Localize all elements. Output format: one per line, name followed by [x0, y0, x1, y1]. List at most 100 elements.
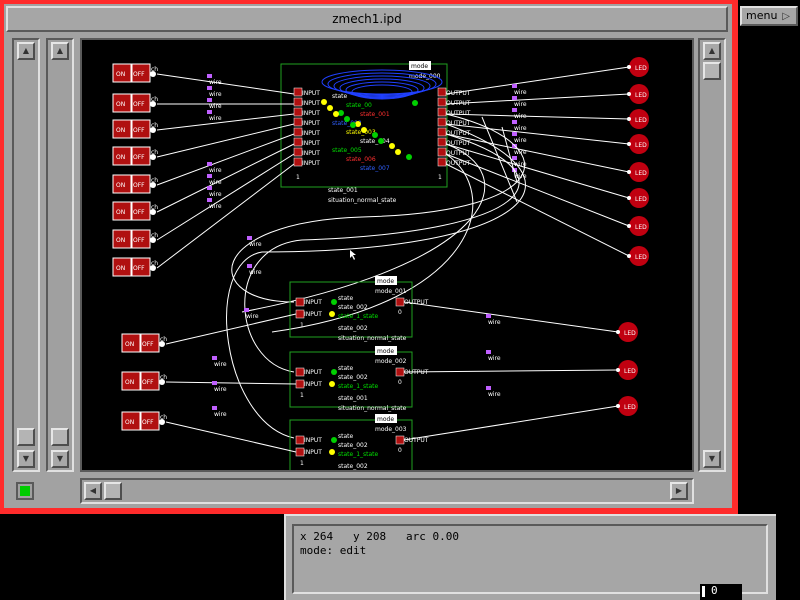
sub-output-label: OUTPUT: [404, 437, 429, 444]
main-one-label-out: 1: [438, 174, 442, 181]
wire-label: wire: [209, 91, 222, 98]
lower-led: LED: [616, 322, 638, 342]
wire-marker: [207, 174, 212, 178]
switch-off-label: OFF: [133, 101, 145, 108]
scroll-up-button-2[interactable]: ▲: [51, 42, 69, 60]
led-body: [618, 322, 638, 342]
main-input-pin: [293, 107, 303, 117]
sub-module-frame: [289, 419, 413, 470]
main-state-arc: [333, 75, 431, 97]
wire-line: [445, 123, 630, 145]
wire-marker: [207, 98, 212, 102]
main-state-node: [321, 99, 327, 105]
scroll-thumb-1[interactable]: [17, 428, 35, 446]
wire-curve: [271, 153, 474, 333]
window-title[interactable]: zmech1.ipd: [6, 6, 728, 32]
wire-label: wire: [488, 391, 501, 398]
wire-line: [403, 301, 619, 333]
sub-module-2-tag: [375, 414, 397, 423]
sub-input-pin: [295, 297, 305, 307]
output-led: LED: [627, 109, 649, 129]
switch-on-label: ON: [116, 127, 125, 134]
switch-off-box: [131, 63, 151, 83]
switch-tag: ch: [160, 374, 167, 381]
scroll-down-button-right[interactable]: ▼: [703, 450, 721, 468]
left-scrollbar-1[interactable]: [12, 38, 40, 472]
wire-marker: [244, 308, 249, 312]
wire-curve: [241, 143, 486, 313]
wire-marker: [247, 264, 252, 268]
wire-label: wire: [214, 411, 227, 418]
sub-zero-label: 0: [398, 309, 402, 316]
main-footer-1: state_001: [328, 187, 358, 194]
sub-state-b: state_002: [338, 374, 368, 381]
right-scrollbar[interactable]: [698, 38, 726, 472]
wire-marker: [212, 381, 217, 385]
scroll-down-button-2[interactable]: ▼: [51, 450, 69, 468]
output-led: LED: [627, 188, 649, 208]
sub-state-node: [329, 311, 335, 317]
main-footer-2: situation_normal_state: [328, 197, 397, 204]
left-scrollbar-2[interactable]: [46, 38, 74, 472]
main-output-label: OUTPUT: [446, 150, 471, 157]
scroll-up-button-right[interactable]: ▲: [703, 42, 721, 60]
main-state-arc: [345, 81, 419, 99]
led-body: [618, 396, 638, 416]
main-state-label: state_001: [360, 111, 390, 118]
switch-tag: ch: [151, 204, 158, 211]
menu-button[interactable]: menu ▷: [740, 6, 798, 26]
led-label: LED: [635, 142, 647, 149]
sub-state-c: state_1_state: [338, 383, 379, 390]
switch-off-box: [140, 333, 160, 353]
wire-marker: [212, 406, 217, 410]
horizontal-scrollbar[interactable]: [80, 478, 694, 504]
switch-on-label: ON: [125, 419, 134, 426]
led-label: LED: [635, 65, 647, 72]
main-input-pin: [293, 97, 303, 107]
wire-marker: [512, 144, 517, 148]
sub-state-c: state_1_state: [338, 451, 379, 458]
switch-terminal: [150, 209, 156, 215]
scroll-right-button[interactable]: ▶: [670, 482, 688, 500]
switch-on-label: ON: [116, 237, 125, 244]
arrow-up-icon: ▲: [22, 46, 30, 55]
scroll-thumb-horizontal[interactable]: [104, 482, 122, 500]
sub-module-0-mode-label: mode_001: [375, 288, 407, 295]
sub-one-label: 1: [300, 460, 304, 467]
wire-line: [165, 381, 297, 385]
switch-on-label: ON: [116, 209, 125, 216]
scroll-down-button-1[interactable]: ▼: [17, 450, 35, 468]
arrow-right-icon: ▶: [675, 486, 683, 495]
scroll-thumb-2[interactable]: [51, 428, 69, 446]
switch-off-box: [140, 371, 160, 391]
main-input-label: INPUT: [302, 150, 320, 157]
switch-off-label: OFF: [142, 419, 154, 426]
wire-label: wire: [514, 113, 527, 120]
switch-tag: ch: [151, 149, 158, 156]
main-output-label: OUTPUT: [446, 140, 471, 147]
schematic-drawing[interactable]: modemode_000INPUTINPUTINPUTINPUTINPUTINP…: [82, 40, 692, 470]
switch-on-label: ON: [116, 71, 125, 78]
wire-label: wire: [209, 191, 222, 198]
main-state-node: [355, 121, 361, 127]
scroll-thumb-right[interactable]: [703, 62, 721, 80]
wire-label: wire: [209, 179, 222, 186]
output-led: LED: [627, 84, 649, 104]
scroll-up-button-1[interactable]: ▲: [17, 42, 35, 60]
sub-state-a: state: [338, 365, 354, 372]
sub-module-1-tag: [375, 346, 397, 355]
wire-line: [445, 93, 630, 105]
scroll-left-button[interactable]: ◀: [84, 482, 102, 500]
